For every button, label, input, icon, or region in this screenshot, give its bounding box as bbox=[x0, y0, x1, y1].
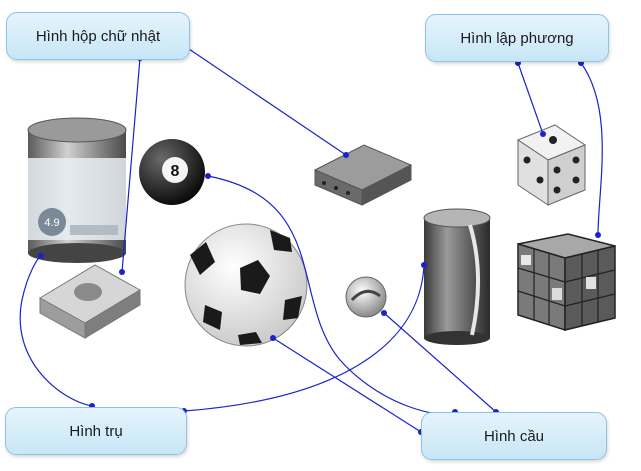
matchbox bbox=[39, 264, 141, 339]
label-cube: Hình lập phương bbox=[425, 14, 609, 62]
milk-can: 4.9 bbox=[27, 117, 127, 263]
label-sphere: Hình cầu bbox=[421, 412, 607, 460]
connector-htru-milkcan bbox=[19, 255, 93, 407]
billiard-ball-number: 8 bbox=[171, 163, 180, 180]
label-rectangular-prism: Hình hộp chữ nhật bbox=[6, 12, 190, 60]
rubiks-cube bbox=[517, 233, 616, 332]
connector-lines bbox=[19, 46, 603, 433]
milk-can-badge: 4.9 bbox=[44, 217, 59, 229]
label-cube-text: Hình lập phương bbox=[460, 29, 574, 47]
label-cylinder: Hình trụ bbox=[5, 407, 187, 455]
label-cylinder-text: Hình trụ bbox=[69, 422, 123, 440]
connector-hlp-die bbox=[517, 62, 544, 135]
label-rectangular-prism-text: Hình hộp chữ nhật bbox=[35, 27, 161, 45]
connector-hlp-rubik bbox=[580, 62, 603, 236]
connector-hhcn-matchbox bbox=[121, 57, 141, 273]
connector-hcau-marble bbox=[383, 312, 497, 413]
soda-can bbox=[423, 208, 491, 345]
connector-hcau-soccer bbox=[272, 337, 422, 433]
billiard-ball: 8 bbox=[139, 139, 205, 205]
connector-hhcn-brick bbox=[185, 46, 347, 156]
soccer-ball bbox=[184, 223, 308, 347]
brick bbox=[313, 144, 413, 206]
die bbox=[516, 124, 587, 206]
connector-hcau-billiard bbox=[207, 175, 456, 415]
label-sphere-text: Hình cầu bbox=[483, 427, 545, 445]
connector-htru-soda bbox=[183, 264, 425, 412]
marble bbox=[345, 276, 387, 318]
